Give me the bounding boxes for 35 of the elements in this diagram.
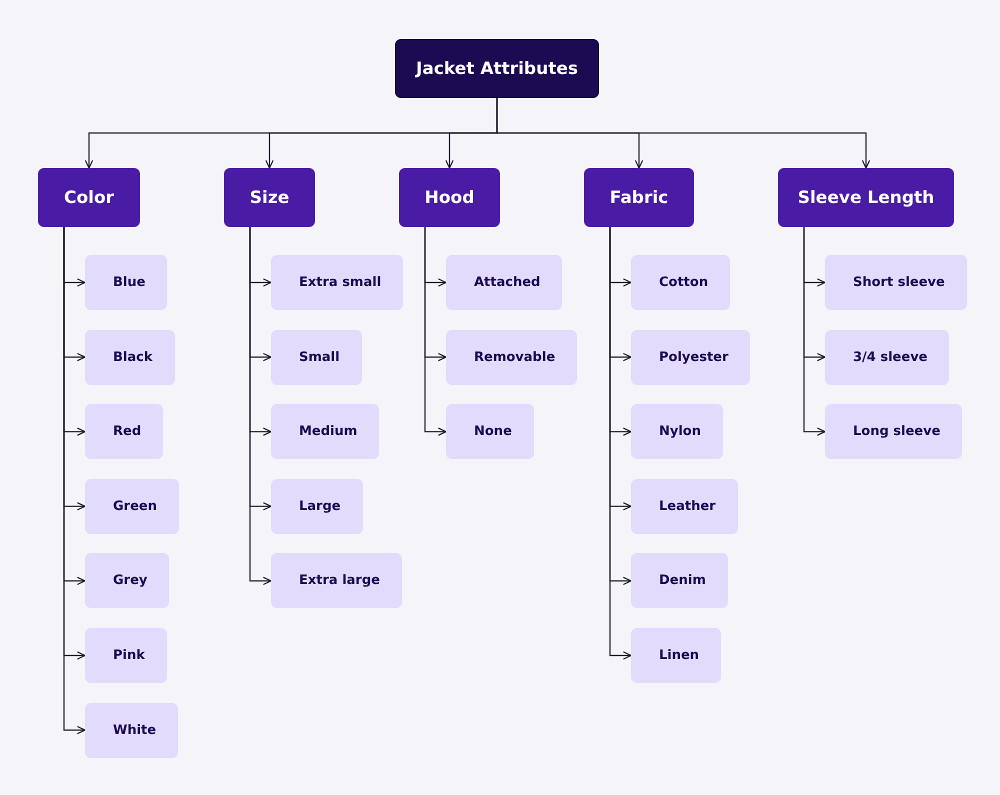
option-box: None — [446, 404, 534, 460]
option-box: Grey — [85, 553, 170, 608]
option-box: Linen — [631, 628, 722, 683]
option-box: Large — [271, 478, 363, 534]
root-box: Jacket Attributes — [395, 39, 599, 98]
category-box: Sleeve Length — [778, 168, 954, 227]
connector-arrow — [424, 227, 447, 436]
category-box: Color — [38, 168, 140, 227]
category-box: Size — [224, 168, 315, 227]
option-box: White — [85, 702, 178, 758]
option-box: Small — [271, 330, 362, 385]
option-box: Medium — [271, 404, 380, 460]
option-box: Red — [85, 404, 164, 460]
option-box: Denim — [631, 553, 728, 608]
category-box: Fabric — [584, 168, 694, 227]
option-box: Nylon — [631, 404, 723, 460]
connector-arrow — [609, 227, 632, 660]
option-box: Blue — [85, 255, 168, 310]
option-box: Leather — [631, 478, 738, 534]
option-box: Pink — [85, 628, 167, 683]
option-box: Cotton — [631, 255, 730, 310]
option-box: Long sleeve — [825, 404, 962, 460]
option-box: Attached — [446, 255, 562, 310]
option-box: Extra small — [271, 255, 404, 310]
connector-arrow — [803, 227, 826, 436]
option-box: Extra large — [271, 553, 402, 608]
option-box: 3/4 sleeve — [825, 330, 950, 385]
connector-arrow — [496, 98, 870, 169]
option-box: Green — [85, 478, 179, 534]
option-box: Short sleeve — [825, 255, 967, 310]
connector-arrow — [249, 227, 272, 586]
option-box: Removable — [446, 330, 578, 385]
option-box: Polyester — [631, 330, 750, 385]
option-box: Black — [85, 330, 174, 385]
category-box: Hood — [399, 168, 500, 227]
